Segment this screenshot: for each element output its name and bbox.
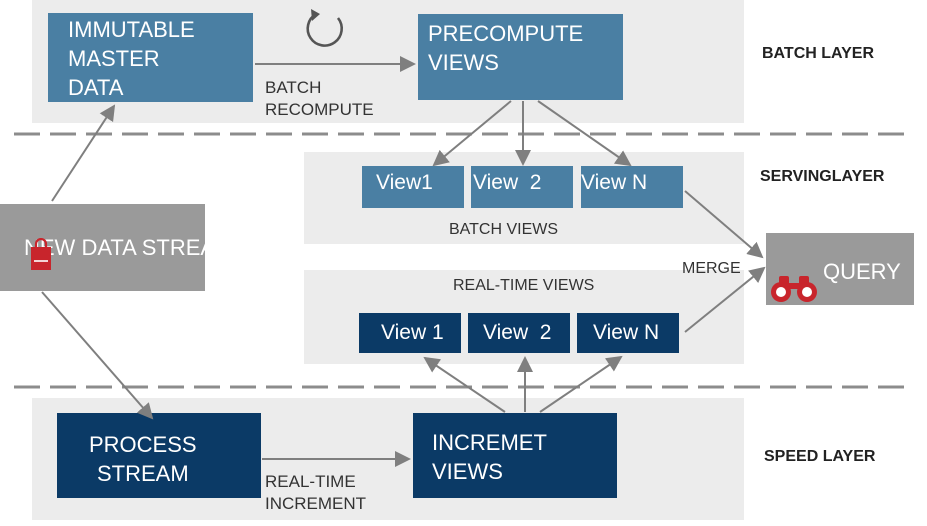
realtime-increment-label: REAL-TIME INCREMENT (265, 471, 366, 515)
batch-layer-label: BATCH LAYER (762, 45, 875, 62)
realtime-view-1-label: View 1 (381, 321, 444, 344)
binoculars-icon (771, 276, 817, 302)
batch-view-n-label: View N (581, 171, 648, 194)
precompute-line-1: PRECOMPUTE (428, 21, 584, 46)
shopping-bag-icon (31, 238, 51, 270)
realtime-view-n: View N (577, 313, 679, 353)
recompute-line-2: RECOMPUTE (265, 100, 374, 119)
precompute-to-viewn-arrow (537, 100, 632, 167)
increment-line-1: REAL-TIME (265, 472, 356, 491)
increment-line-2: INCREMENT (265, 494, 367, 513)
batch-view-n: View N (581, 166, 683, 208)
refresh-icon (306, 9, 343, 47)
realtime-view-n-label: View N (593, 321, 660, 344)
batch-view-1: View1 (362, 166, 464, 208)
precompute-to-view1-arrow (432, 100, 512, 167)
realtime-view-1: View 1 (359, 313, 461, 353)
batch-recompute-label: BATCH RECOMPUTE (265, 77, 374, 121)
recompute-line-1: BATCH (265, 78, 322, 97)
increment-to-rtviewn-arrow (539, 355, 623, 413)
stream-to-master-arrow (51, 104, 116, 202)
batch-view-2: View 2 (471, 166, 573, 208)
increment-views-line-1: INCREMET (432, 430, 547, 455)
stream-to-process-arrow (41, 291, 154, 420)
master-data-line-1: IMMUTABLE (68, 17, 195, 42)
batch-viewn-to-query-arrow (684, 190, 764, 259)
process-line-2: STREAM (97, 461, 189, 486)
new-data-stream-label: NEW DATA STREAM (24, 235, 205, 260)
query-label: QUERY (823, 259, 901, 284)
realtime-views-caption: REAL-TIME VIEWS (453, 277, 595, 294)
realtime-view-2: View 2 (468, 313, 570, 353)
serving-layer-label: SERVINGLAYER (760, 168, 885, 185)
master-data-line-3: DATA (68, 75, 124, 100)
batch-view-2-label: View 2 (473, 171, 542, 194)
merge-label: MERGE (682, 260, 741, 277)
precompute-views-box: PRECOMPUTE VIEWS (418, 14, 623, 100)
batch-views-caption: BATCH VIEWS (449, 221, 559, 238)
realtime-viewn-to-query-arrow (684, 266, 766, 333)
increment-to-rtview1-arrow (423, 356, 506, 413)
speed-layer-label: SPEED LAYER (764, 448, 876, 465)
realtime-view-2-label: View 2 (483, 321, 552, 344)
immutable-master-data-box: IMMUTABLE MASTER DATA (48, 13, 253, 102)
increment-views-box: INCREMET VIEWS (413, 413, 617, 498)
master-data-line-2: MASTER (68, 46, 160, 71)
batch-view-1-label: View1 (376, 171, 433, 194)
precompute-line-2: VIEWS (428, 50, 499, 75)
increment-views-line-2: VIEWS (432, 459, 503, 484)
process-stream-box: PROCESS STREAM (57, 413, 261, 498)
process-line-1: PROCESS (89, 432, 197, 457)
